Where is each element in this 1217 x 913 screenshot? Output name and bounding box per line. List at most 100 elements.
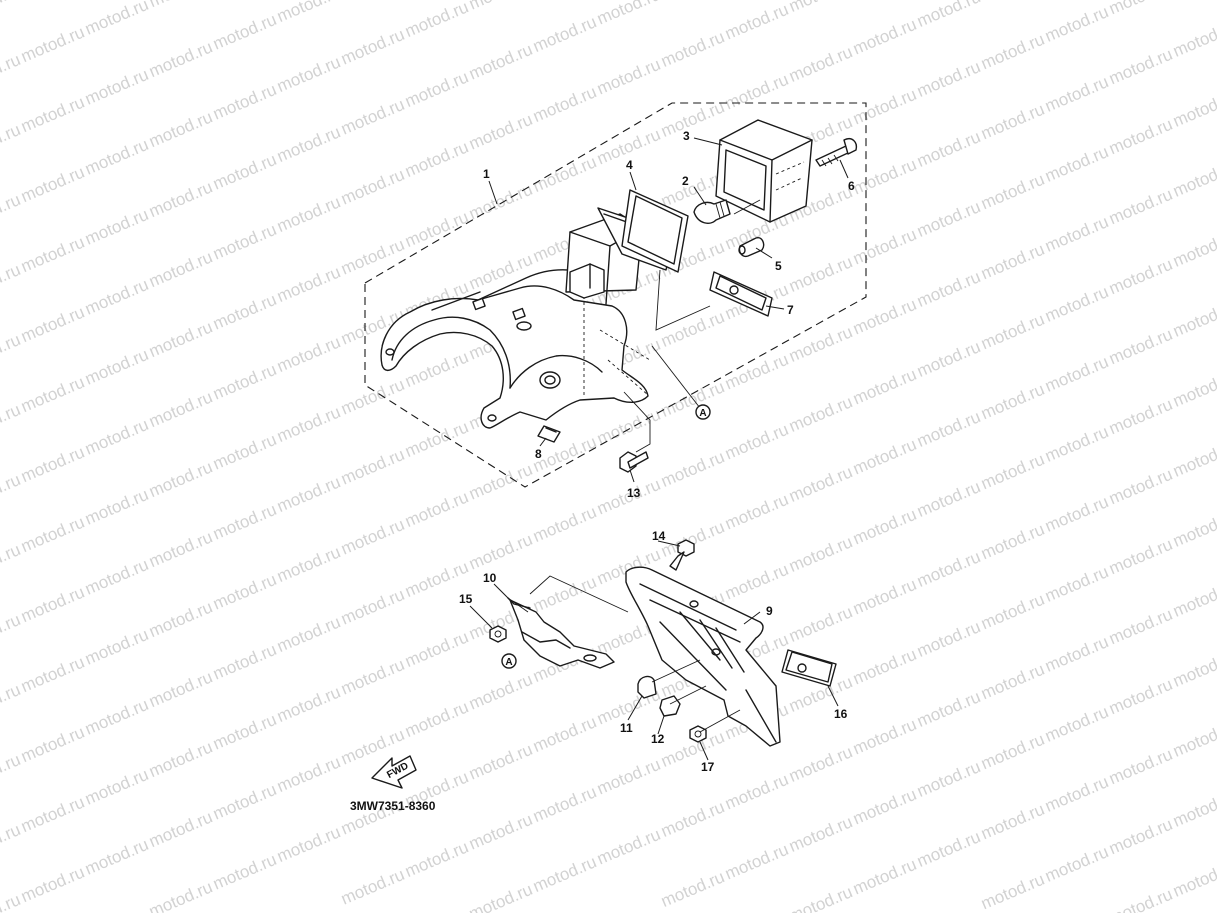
clip bbox=[537, 425, 561, 443]
watermark-text: motod.ru bbox=[530, 712, 599, 756]
watermark-text: motod.ru bbox=[1042, 632, 1111, 676]
watermark-text: motod.ru bbox=[1170, 367, 1217, 411]
watermark-text: motod.ru bbox=[210, 80, 279, 124]
lamp-socket bbox=[738, 237, 765, 258]
watermark-text: motod.ru bbox=[0, 120, 23, 164]
watermark-text: motod.ru bbox=[402, 837, 471, 881]
watermark-text: motod.ru bbox=[82, 415, 151, 459]
watermark-text: motod.ru bbox=[914, 57, 983, 101]
watermark-text: motod.ru bbox=[1042, 282, 1111, 326]
watermark-text: motod.ru bbox=[658, 517, 727, 561]
watermark-text: motod.ru bbox=[466, 670, 535, 714]
watermark-text: motod.ru bbox=[82, 275, 151, 319]
watermark-text: motod.ru bbox=[274, 402, 343, 446]
watermark-text: motod.ru bbox=[722, 420, 791, 464]
watermark-text: motod.ru bbox=[914, 0, 983, 31]
watermark-text: motod.ru bbox=[18, 232, 87, 276]
watermark-text: motod.ru bbox=[82, 835, 151, 879]
watermark-text: motod.ru bbox=[722, 490, 791, 534]
watermark-text: motod.ru bbox=[402, 67, 471, 111]
watermark-text: motod.ru bbox=[338, 25, 407, 69]
watermark-text: motod.ru bbox=[786, 252, 855, 296]
watermark-text: motod.ru bbox=[274, 822, 343, 866]
watermark-text: motod.ru bbox=[1042, 842, 1111, 886]
watermark-text: motod.ru bbox=[146, 0, 215, 11]
watermark-text: motod.ru bbox=[82, 65, 151, 109]
watermark-text: motod.ru bbox=[722, 840, 791, 884]
watermark-text: motod.ru bbox=[1106, 885, 1175, 913]
collar bbox=[659, 695, 681, 717]
watermark-text: motod.ru bbox=[530, 852, 599, 896]
watermark-text: motod.ru bbox=[274, 752, 343, 796]
watermark-text: motod.ru bbox=[1042, 2, 1111, 46]
watermark-text: motod.ru bbox=[466, 740, 535, 784]
watermark-text: motod.ru bbox=[978, 380, 1047, 424]
watermark-text: motod.ru bbox=[1042, 212, 1111, 256]
watermark-text: motod.ru bbox=[1170, 17, 1217, 61]
watermark-text: motod.ru bbox=[466, 810, 535, 854]
callout-12: 12 bbox=[651, 732, 665, 746]
watermark-text: motod.ru bbox=[18, 302, 87, 346]
watermark-text: motod.ru bbox=[274, 262, 343, 306]
watermark-text: motod.ru bbox=[18, 722, 87, 766]
watermark-text: motod.ru bbox=[466, 110, 535, 154]
watermark-text: motod.ru bbox=[1106, 255, 1175, 299]
watermark-text: motod.ru bbox=[1106, 185, 1175, 229]
watermark-text: motod.ru bbox=[786, 742, 855, 786]
watermark-text: motod.ru bbox=[466, 530, 535, 574]
watermark-text: motod.ru bbox=[0, 50, 23, 94]
watermark-text: motod.ru bbox=[914, 617, 983, 661]
watermark-text: motod.ru bbox=[338, 235, 407, 279]
watermark-text: motod.ru bbox=[850, 715, 919, 759]
watermark-text: motod.ru bbox=[1170, 507, 1217, 551]
watermark-text: motod.ru bbox=[146, 37, 215, 81]
watermark-text: motod.ru bbox=[82, 205, 151, 249]
watermark-text: motod.ru bbox=[402, 347, 471, 391]
watermark-text: motod.ru bbox=[978, 730, 1047, 774]
watermark-text: motod.ru bbox=[1170, 787, 1217, 831]
watermark-text: motod.ru bbox=[914, 407, 983, 451]
callout-4: 4 bbox=[626, 158, 633, 172]
watermark-text: motod.ru bbox=[210, 780, 279, 824]
watermark-text: motod.ru bbox=[1042, 562, 1111, 606]
watermark-text: motod.ru bbox=[402, 137, 471, 181]
watermark-text: motod.ru bbox=[0, 680, 23, 724]
watermark-text: motod.ru bbox=[402, 0, 471, 41]
nut-left bbox=[489, 625, 507, 643]
watermark-text: motod.ru bbox=[338, 445, 407, 489]
watermark-text: motod.ru bbox=[1170, 857, 1217, 901]
callout-14: 14 bbox=[652, 529, 666, 543]
callout-5: 5 bbox=[775, 259, 782, 273]
watermark-text: motod.ru bbox=[978, 100, 1047, 144]
watermark-text: motod.ru bbox=[82, 0, 151, 39]
watermark-text: motod.ru bbox=[978, 240, 1047, 284]
watermark-text: motod.ru bbox=[786, 602, 855, 646]
callout-2: 2 bbox=[682, 174, 689, 188]
watermark-text: motod.ru bbox=[0, 330, 23, 374]
watermark-text: motod.ru bbox=[18, 22, 87, 66]
watermark-text: motod.ru bbox=[0, 890, 23, 913]
watermark-text: motod.ru bbox=[82, 485, 151, 529]
watermark-text: motod.ru bbox=[1042, 142, 1111, 186]
watermark-text: motod.ru bbox=[146, 737, 215, 781]
watermark-text: motod.ru bbox=[18, 862, 87, 906]
watermark-text: motod.ru bbox=[722, 70, 791, 114]
watermark-text: motod.ru bbox=[466, 40, 535, 84]
leader-lines bbox=[469, 137, 849, 761]
bracket-stay bbox=[507, 597, 615, 669]
tail-lamp-lens bbox=[715, 119, 813, 223]
watermark-text: motod.ru bbox=[914, 477, 983, 521]
svg-text:A: A bbox=[505, 657, 512, 668]
callout-13: 13 bbox=[627, 486, 641, 500]
watermark-text: motod.ru bbox=[914, 827, 983, 871]
watermark-text: motod.ru bbox=[786, 812, 855, 856]
drawing-code: 3MW7351-8360 bbox=[350, 799, 436, 813]
watermark-text: motod.ru bbox=[274, 682, 343, 726]
watermark-text: motod.ru bbox=[82, 765, 151, 809]
watermark-text: motod.ru bbox=[210, 360, 279, 404]
watermark-text: motod.ru bbox=[402, 207, 471, 251]
watermark-text: motod.ru bbox=[786, 882, 855, 913]
callout-11: 11 bbox=[620, 721, 633, 735]
watermark-text: motod.ru bbox=[1042, 72, 1111, 116]
watermark-text: motod.ru bbox=[1106, 0, 1175, 18]
